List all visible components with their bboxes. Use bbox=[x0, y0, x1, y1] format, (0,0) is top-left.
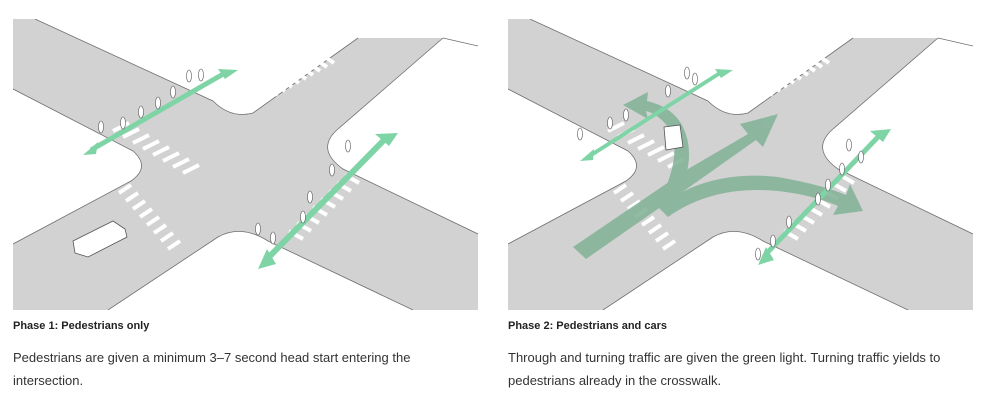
ped-arrow-southeast bbox=[264, 136, 388, 262]
ped-arrow-head-west bbox=[83, 142, 98, 155]
ped-arrow-northwest bbox=[586, 71, 722, 159]
road-surface-main bbox=[13, 19, 478, 310]
pedestrian-icon bbox=[786, 215, 792, 229]
ped-arrow-head-west bbox=[580, 149, 594, 161]
pedestrian-icon bbox=[198, 68, 204, 82]
pedestrian-icon bbox=[839, 162, 845, 176]
car-icon bbox=[663, 124, 684, 151]
pedestrian-icon bbox=[692, 72, 698, 86]
corner-west bbox=[13, 89, 142, 244]
edge-lines bbox=[13, 19, 478, 310]
pedestrian-icon bbox=[623, 108, 629, 122]
phase-2-illustration bbox=[508, 19, 973, 310]
ped-arrow-head-east bbox=[715, 69, 733, 78]
pedestrian-icon bbox=[270, 231, 276, 245]
pedestrian-icon bbox=[665, 84, 671, 98]
corner-south bbox=[603, 231, 908, 310]
phase-2-title: Phase 2: Pedestrians and cars bbox=[508, 320, 667, 332]
pedestrian-icon bbox=[307, 190, 313, 204]
roads bbox=[508, 19, 973, 310]
ped-arrow-head-south bbox=[758, 247, 774, 265]
phase-1-illustration bbox=[13, 19, 478, 310]
car bbox=[72, 220, 128, 258]
crosswalk-north bbox=[752, 53, 831, 101]
car-icon bbox=[72, 220, 128, 258]
ped-arrow-head-north bbox=[870, 129, 891, 142]
pedestrians bbox=[577, 66, 864, 261]
pedestrian-icon bbox=[98, 120, 104, 134]
crosswalk-north bbox=[257, 53, 336, 101]
corner-north bbox=[530, 19, 853, 115]
corner-south bbox=[108, 231, 413, 310]
traffic-arrows bbox=[573, 92, 863, 259]
ped-arrow-head-north bbox=[375, 133, 398, 146]
ped-arrow-head-east bbox=[218, 69, 238, 79]
pedestrian-icon bbox=[815, 192, 821, 206]
pedestrian-icon bbox=[329, 163, 335, 177]
pedestrian-icon bbox=[577, 127, 583, 141]
pedestrian-icon bbox=[138, 105, 144, 119]
pedestrian-icon bbox=[825, 178, 831, 192]
edge-lines bbox=[508, 19, 973, 310]
pedestrian-arrows bbox=[83, 69, 398, 269]
right-turn-arrow bbox=[658, 175, 863, 217]
pedestrian-icon bbox=[345, 139, 351, 153]
pedestrian-icon bbox=[300, 210, 306, 224]
pedestrian-icon bbox=[755, 247, 761, 261]
ped-arrow-head-south bbox=[258, 249, 276, 269]
phase-2-description: Through and turning traffic are given th… bbox=[508, 350, 941, 388]
pedestrians bbox=[98, 68, 351, 245]
pedestrian-icon bbox=[684, 66, 690, 80]
car bbox=[663, 124, 684, 151]
corner-east bbox=[327, 38, 478, 234]
road-surface-main bbox=[508, 19, 973, 310]
left-turn-arrow bbox=[623, 92, 690, 199]
pedestrian-icon bbox=[770, 234, 776, 248]
corner-west bbox=[508, 89, 637, 244]
crosswalk-south bbox=[103, 167, 182, 251]
crosswalk-east bbox=[288, 173, 360, 241]
phase-1-description: Pedestrians are given a minimum 3–7 seco… bbox=[13, 350, 411, 388]
corner-east bbox=[822, 38, 973, 234]
pedestrian-icon bbox=[255, 222, 261, 236]
pedestrian-icon bbox=[170, 85, 176, 99]
corner-north bbox=[35, 19, 358, 115]
pedestrian-icon bbox=[858, 150, 864, 164]
pedestrian-icon bbox=[846, 138, 852, 152]
intersection-diagram bbox=[13, 19, 478, 310]
ped-arrow-northwest bbox=[89, 70, 227, 153]
phase-1-title: Phase 1: Pedestrians only bbox=[13, 320, 150, 332]
pedestrian-icon bbox=[607, 116, 613, 130]
pedestrian-icon bbox=[120, 116, 126, 130]
pedestrian-icon bbox=[155, 96, 161, 110]
intersection-diagram bbox=[508, 19, 973, 310]
roads bbox=[13, 19, 478, 310]
pedestrian-icon bbox=[186, 69, 192, 83]
